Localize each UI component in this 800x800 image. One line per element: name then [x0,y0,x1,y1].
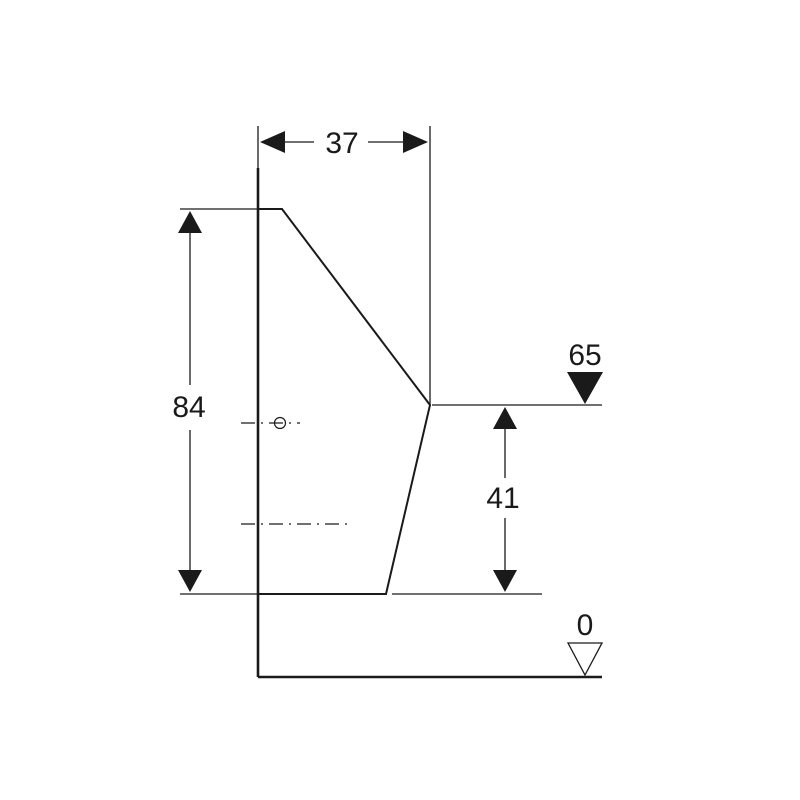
floor-level-marker-icon [566,642,604,677]
inlet-arrow-down-icon [493,570,517,592]
inlet-arrow-up-icon [493,407,517,429]
fixing-point-marker [273,416,287,430]
width-arrow-right-icon [403,131,428,153]
width-arrow-left-icon [260,131,285,153]
height-arrow-up-icon [178,211,202,233]
floor-level-label: 0 [577,609,594,642]
inlet-height-label: 41 [486,482,519,515]
urinal-body-outline [258,208,432,595]
inlet-level-label: 65 [568,339,601,372]
height-arrow-down-icon [178,570,202,592]
total-height-label: 84 [172,391,205,424]
inlet-level-marker-icon [567,372,603,404]
width-dimension-label: 37 [325,127,358,160]
